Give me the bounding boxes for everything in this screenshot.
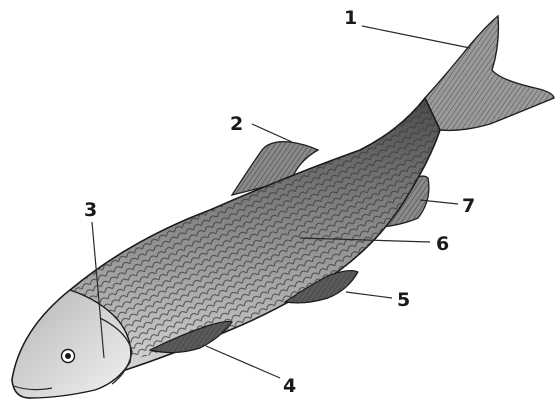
callout-7: 7 [462,195,475,217]
callout-6: 6 [436,233,449,255]
caudal-fin [425,16,554,130]
callout-1: 1 [344,7,357,29]
leader-2 [252,124,292,142]
leader-5 [346,292,392,298]
callout-4: 4 [283,375,296,397]
eye-pupil [65,353,71,359]
leader-1 [362,26,470,48]
leader-4 [206,346,280,378]
callout-2: 2 [230,113,243,135]
callout-3: 3 [84,199,97,221]
callout-5: 5 [397,289,410,311]
